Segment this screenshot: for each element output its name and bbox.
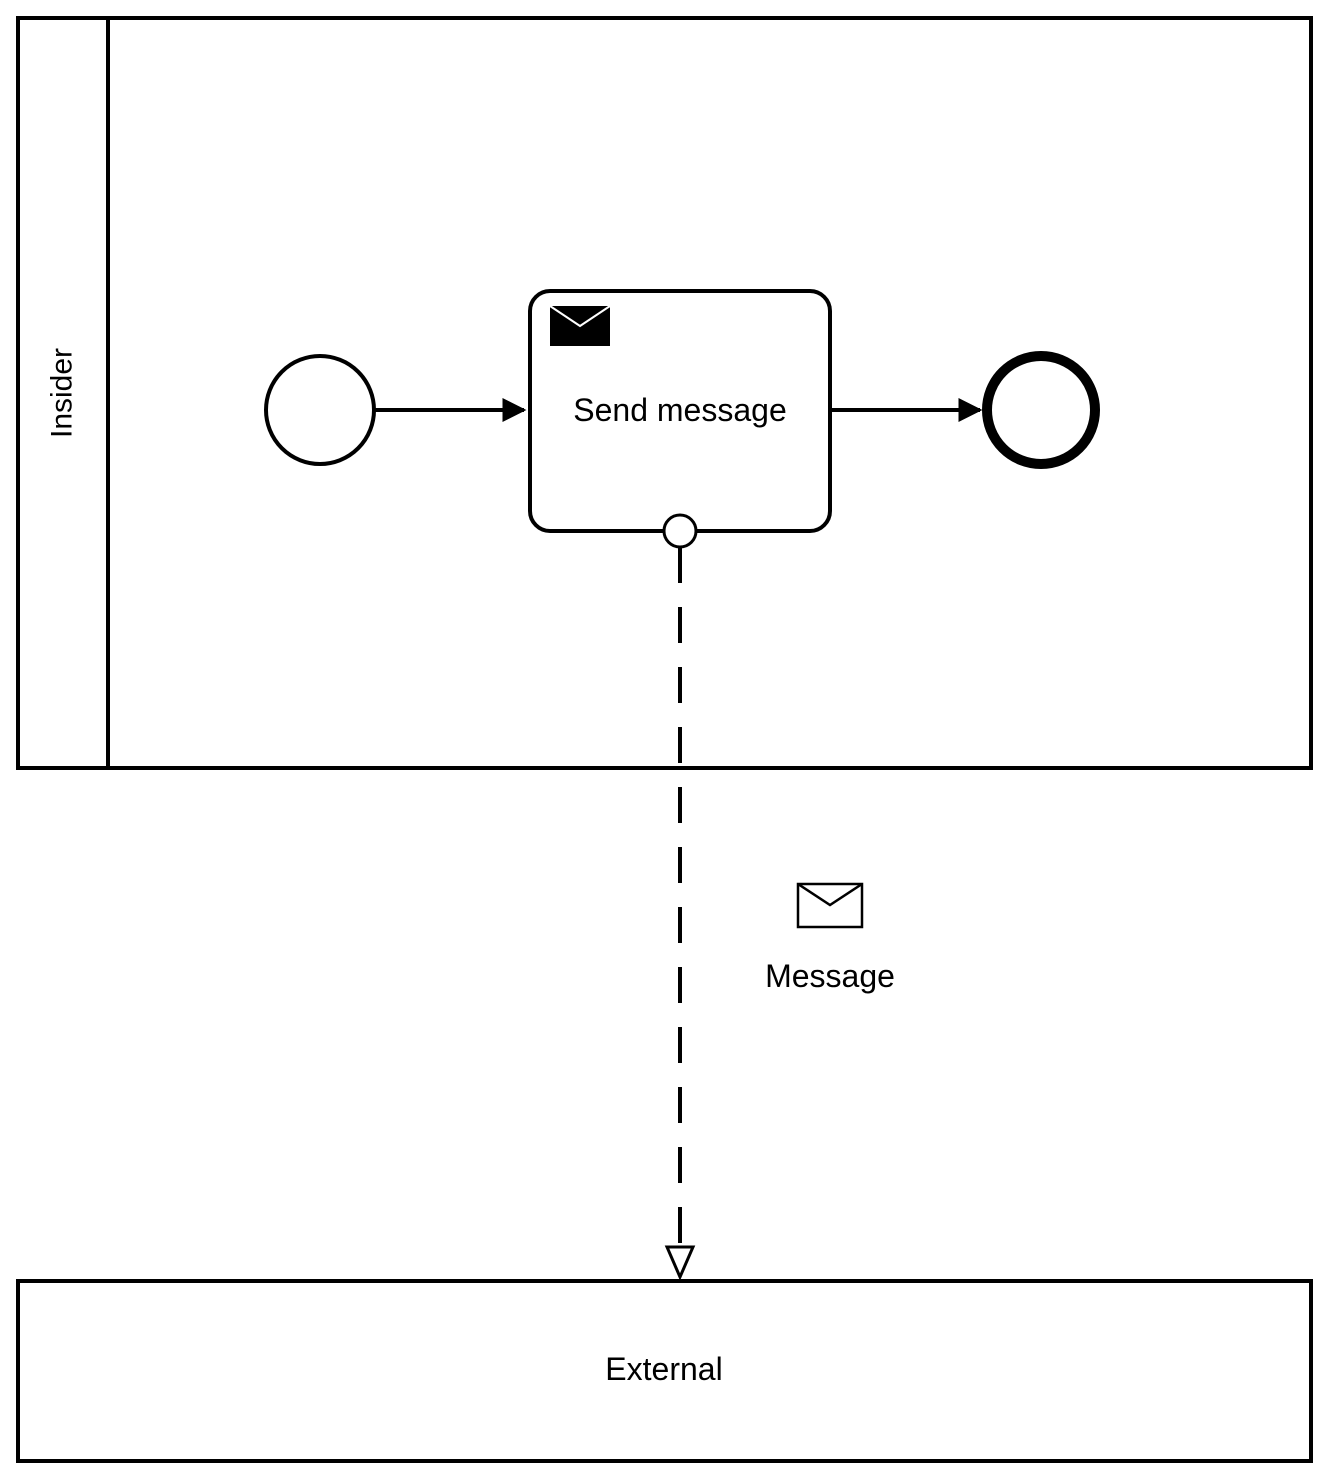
message-label: Message [765,958,895,994]
pool-insider[interactable]: Insider [16,16,1313,770]
pool-external-label: External [605,1351,722,1387]
pool-insider-label: Insider [46,348,79,438]
task-send-message[interactable]: Send message [528,289,832,533]
end-event[interactable] [982,351,1100,469]
message-flow[interactable] [662,513,698,1281]
envelope-icon [796,882,864,929]
send-envelope-icon [549,305,611,346]
pool-external[interactable]: External [16,1279,1313,1463]
pool-insider-border [16,16,1313,770]
pool-external-border [16,1279,1313,1463]
start-event[interactable] [264,354,376,466]
message-flow-target-arrow [664,1245,696,1281]
message-flow-source-marker [662,513,698,549]
task-label: Send message [573,392,786,428]
